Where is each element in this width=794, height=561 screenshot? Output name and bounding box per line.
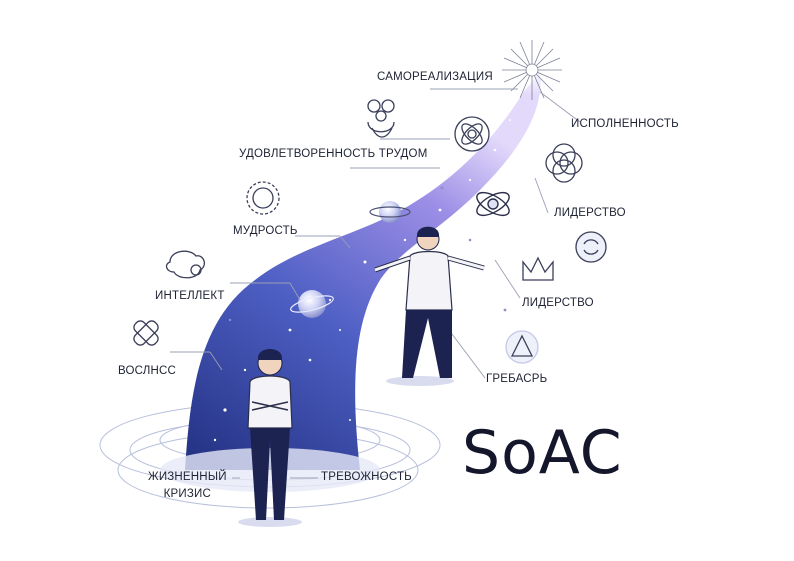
label-fulfillment: ИСПОЛНЕННОСТЬ (571, 118, 679, 130)
orbit-sphere-icon (369, 201, 411, 223)
rosette-badge-icon (246, 181, 280, 215)
leader-lines (170, 88, 581, 479)
interlocked-rings-icon (545, 143, 583, 183)
path-stars (213, 119, 511, 442)
person-crisis (238, 349, 302, 527)
label-anxiety: ТРЕВОЖНОСТЬ (321, 471, 412, 483)
person-growth (374, 226, 485, 386)
bandage-cross-icon (133, 320, 159, 346)
brand-wordmark: SoAC (462, 418, 623, 488)
starburst-icon (502, 40, 562, 100)
label-self-realization: САМОРЕАЛИЗАЦИЯ (377, 71, 493, 83)
ground-glow (160, 448, 380, 492)
label-life-crisis-line1: ЖИЗНЕННЫЙ (148, 471, 227, 483)
figure-in-hands-icon (367, 99, 395, 138)
label-life-crisis-line2: КРИЗИС (163, 488, 212, 500)
planet-icon (290, 290, 334, 318)
label-life-crisis: ЖИЗНЕННЫЙ КРИЗИС (148, 471, 227, 500)
label-wisdom: МУДРОСТЬ (233, 225, 298, 237)
label-leadership-top: ЛИДЕРСТВО (554, 207, 626, 219)
triangle-gem-icon (505, 330, 539, 364)
label-leadership-mid: ЛИДЕРСТВО (522, 297, 594, 309)
label-grebasr: ГРЕБАСРЬ (486, 373, 548, 385)
crown-icon (522, 256, 554, 281)
label-voslnss: ВОСЛНСС (118, 365, 177, 377)
atom-knot-icon (454, 116, 490, 152)
arrows-circle-icon (575, 231, 607, 263)
crossed-rings-icon (476, 191, 510, 217)
growth-path (185, 72, 541, 470)
label-job-satisfaction: УДОВЛЕТВОРЕННОСТЬ ТРУДОМ (239, 148, 428, 160)
label-intellect: ИНТЕЛЛЕКТ (155, 290, 225, 302)
gear-brain-icon (165, 250, 206, 279)
